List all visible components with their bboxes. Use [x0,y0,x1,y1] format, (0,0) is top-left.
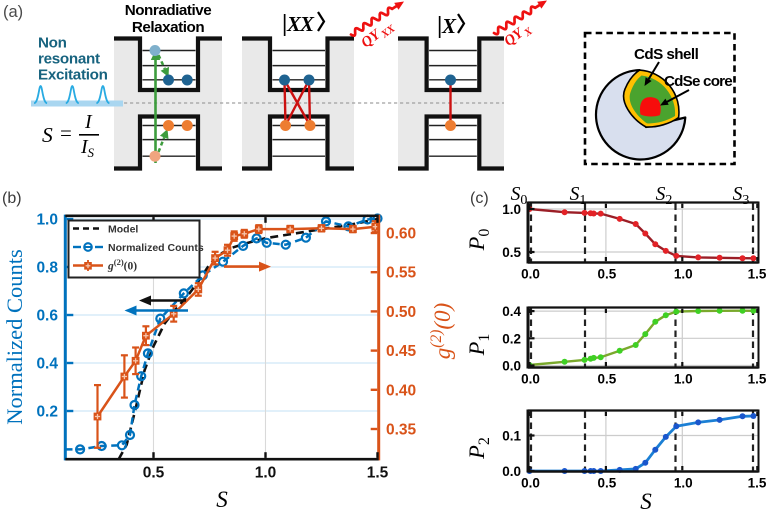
svg-text:0.0: 0.0 [502,464,521,479]
svg-text:0.5: 0.5 [143,465,165,482]
svg-text:0.6: 0.6 [36,308,58,325]
svg-text:1.5: 1.5 [748,267,767,282]
svg-text:0.5: 0.5 [598,267,617,282]
svg-text:CdS shell: CdS shell [634,46,699,63]
svg-text:0.4: 0.4 [36,356,58,373]
svg-text:1.0: 1.0 [674,267,693,282]
svg-text:S: S [88,145,95,160]
svg-text:CdSe core: CdSe core [664,73,732,90]
svg-text:0.2: 0.2 [36,404,58,421]
svg-text:Normalized Counts: Normalized Counts [2,249,27,425]
svg-text:Model: Model [108,224,138,236]
svg-text:1.0: 1.0 [674,372,693,387]
svg-text:S: S [640,489,652,514]
svg-text:0.5: 0.5 [598,476,617,491]
svg-text:0.50: 0.50 [386,304,416,321]
svg-text:1.5: 1.5 [748,372,767,387]
svg-text:0.8: 0.8 [36,260,58,277]
svg-text:S: S [42,123,53,147]
svg-text:0.1: 0.1 [502,429,521,444]
svg-text:Normalized Counts: Normalized Counts [108,242,204,254]
svg-text:(b): (b) [2,190,22,207]
svg-text:1.0: 1.0 [674,476,693,491]
svg-text:0.0: 0.0 [521,267,540,282]
svg-text:0.0: 0.0 [521,476,540,491]
svg-text:0.0: 0.0 [502,359,521,374]
svg-text:0.55: 0.55 [386,265,417,282]
svg-text:X: X [441,14,457,38]
svg-text:0.4: 0.4 [502,304,521,319]
svg-text:0.2: 0.2 [502,331,521,346]
svg-text:1.5: 1.5 [748,476,767,491]
svg-text:=: = [60,121,72,145]
svg-text:resonant: resonant [38,51,100,68]
svg-text:0.60: 0.60 [386,226,416,243]
svg-text:Relaxation: Relaxation [132,19,204,36]
svg-text:Excitation: Excitation [38,67,108,84]
svg-text:I: I [80,136,89,158]
svg-text:0.35: 0.35 [386,422,417,439]
svg-text:I: I [84,111,93,133]
svg-text:1.0: 1.0 [36,212,58,229]
svg-text:Nonradiative: Nonradiative [125,2,212,19]
svg-text:1.0: 1.0 [255,465,277,482]
svg-text:0.40: 0.40 [386,382,416,399]
svg-text:(a): (a) [3,3,23,21]
svg-text:g(2)(0): g(2)(0) [428,303,455,359]
svg-text:0.5: 0.5 [502,245,521,260]
svg-text:1.0: 1.0 [502,202,521,217]
svg-text:Non: Non [38,35,67,52]
svg-text:1.5: 1.5 [367,465,389,482]
svg-text:0.45: 0.45 [386,343,417,360]
svg-text:0.0: 0.0 [521,372,540,387]
svg-text:|: | [437,13,442,39]
svg-text:0.5: 0.5 [598,372,617,387]
svg-text:(c): (c) [470,190,489,207]
svg-text:XX: XX [286,12,315,36]
svg-text:S: S [216,487,228,512]
svg-text:|: | [282,11,287,37]
